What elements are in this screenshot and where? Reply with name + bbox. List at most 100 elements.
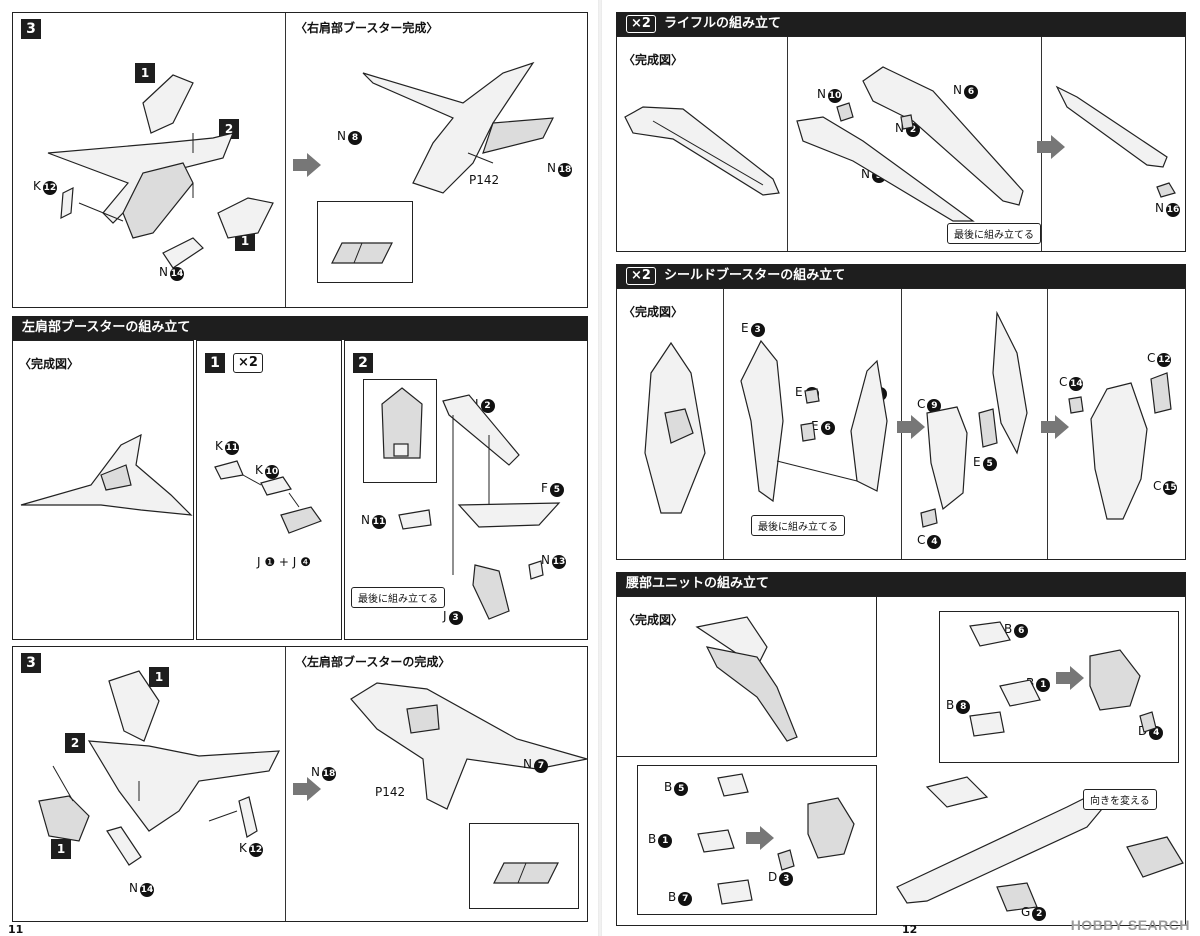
- step-number: 1: [205, 353, 225, 373]
- rifle-parts-drawing: [796, 66, 1024, 222]
- complete-view-box: 〈完成図〉: [12, 340, 194, 640]
- divider: [787, 37, 788, 251]
- detail-inset-box: [363, 379, 437, 483]
- page-gutter: [596, 0, 604, 936]
- waist-upper-parts-drawing: [969, 621, 1157, 737]
- left-booster-parts-drawing: [38, 670, 281, 866]
- divider: [723, 289, 724, 559]
- page-number: 12: [902, 923, 918, 936]
- process-arrow: [293, 777, 321, 801]
- step2-box: 2 J2 F5 N11 N13 J3 最後に組み立てる: [344, 340, 588, 640]
- step-number: 2: [353, 353, 373, 373]
- multiplier-badge: ×2: [626, 267, 656, 285]
- part-label-p142: P142: [469, 173, 500, 187]
- section-header-waist: 腰部ユニットの組み立て: [616, 572, 1186, 596]
- waist-box: 〈完成図〉 B6 B1 B8 D4 B5 B1: [616, 596, 1186, 926]
- right-booster-complete-drawing: [362, 61, 555, 194]
- process-arrow: [746, 826, 774, 850]
- waist-detail-box-upper: B6 B1 B8 D4: [939, 611, 1179, 763]
- section-header-shield: ×2 シールドブースターの組み立て: [616, 264, 1186, 288]
- step2-parts-drawing: [398, 394, 561, 620]
- section-title: ライフルの組み立て: [663, 16, 781, 31]
- assemble-last-note: 最後に組み立てる: [947, 223, 1041, 244]
- section-subtitle: 〈左肩部ブースターの完成〉: [295, 655, 451, 669]
- shield-complete-drawing: [644, 341, 706, 514]
- section-header-left-shoulder: 左肩部ブースターの組み立て: [12, 316, 588, 340]
- step-marker-2: 2: [219, 119, 239, 139]
- shield-final-drawing: [1068, 372, 1172, 520]
- process-arrow: [1037, 135, 1065, 159]
- process-arrow-2: [1041, 415, 1069, 439]
- right-booster-parts-drawing: [47, 74, 274, 269]
- complete-view-label: 〈完成図〉: [623, 53, 684, 67]
- turn-direction-note: 向きを変える: [1083, 789, 1157, 810]
- shield-assembly-drawing: [920, 310, 1028, 528]
- page-number: 11: [8, 923, 24, 936]
- process-arrow: [1056, 666, 1084, 690]
- step-marker-1: 1: [135, 63, 155, 83]
- rifle-tip-drawing: [1055, 85, 1176, 198]
- shield-parts-drawing: [740, 339, 888, 503]
- section-subtitle: 〈右肩部ブースター完成〉: [295, 21, 439, 35]
- multiplier-badge: ×2: [626, 15, 656, 33]
- section-header-rifle: ×2 ライフルの組み立て: [616, 12, 1186, 36]
- watermark-logo: HOBBY SEARCH: [1070, 917, 1190, 933]
- waist-complete-box: 〈完成図〉: [617, 597, 877, 757]
- step-number: 3: [21, 653, 41, 673]
- divider: [285, 647, 286, 921]
- waist-main-drawing: [896, 776, 1184, 912]
- complete-view-label: 〈完成図〉: [19, 357, 80, 371]
- step-marker-1: 1: [149, 667, 169, 687]
- shield-box: 〈完成図〉 E3 E8 E6 E1 最後に組み立てる C9 E5 C4: [616, 288, 1186, 560]
- part-label-p142: P142: [375, 785, 406, 799]
- section-title: シールドブースターの組み立て: [663, 268, 846, 283]
- complete-view-label: 〈完成図〉: [623, 305, 684, 319]
- process-arrow: [897, 415, 925, 439]
- detail-part-drawing: [381, 387, 423, 459]
- left-booster-complete-drawing: [20, 433, 193, 516]
- assemble-last-note: 最後に組み立てる: [751, 515, 845, 536]
- assemble-last-note: 最後に組み立てる: [351, 587, 445, 608]
- waist-complete-drawing: [695, 616, 798, 742]
- step1-parts-drawing: [214, 460, 322, 534]
- left-booster-complete-drawing: [350, 682, 588, 810]
- waist-lower-parts-drawing: [697, 773, 855, 905]
- rifle-complete-drawing: [624, 106, 780, 196]
- step-marker-1b: 1: [51, 839, 71, 859]
